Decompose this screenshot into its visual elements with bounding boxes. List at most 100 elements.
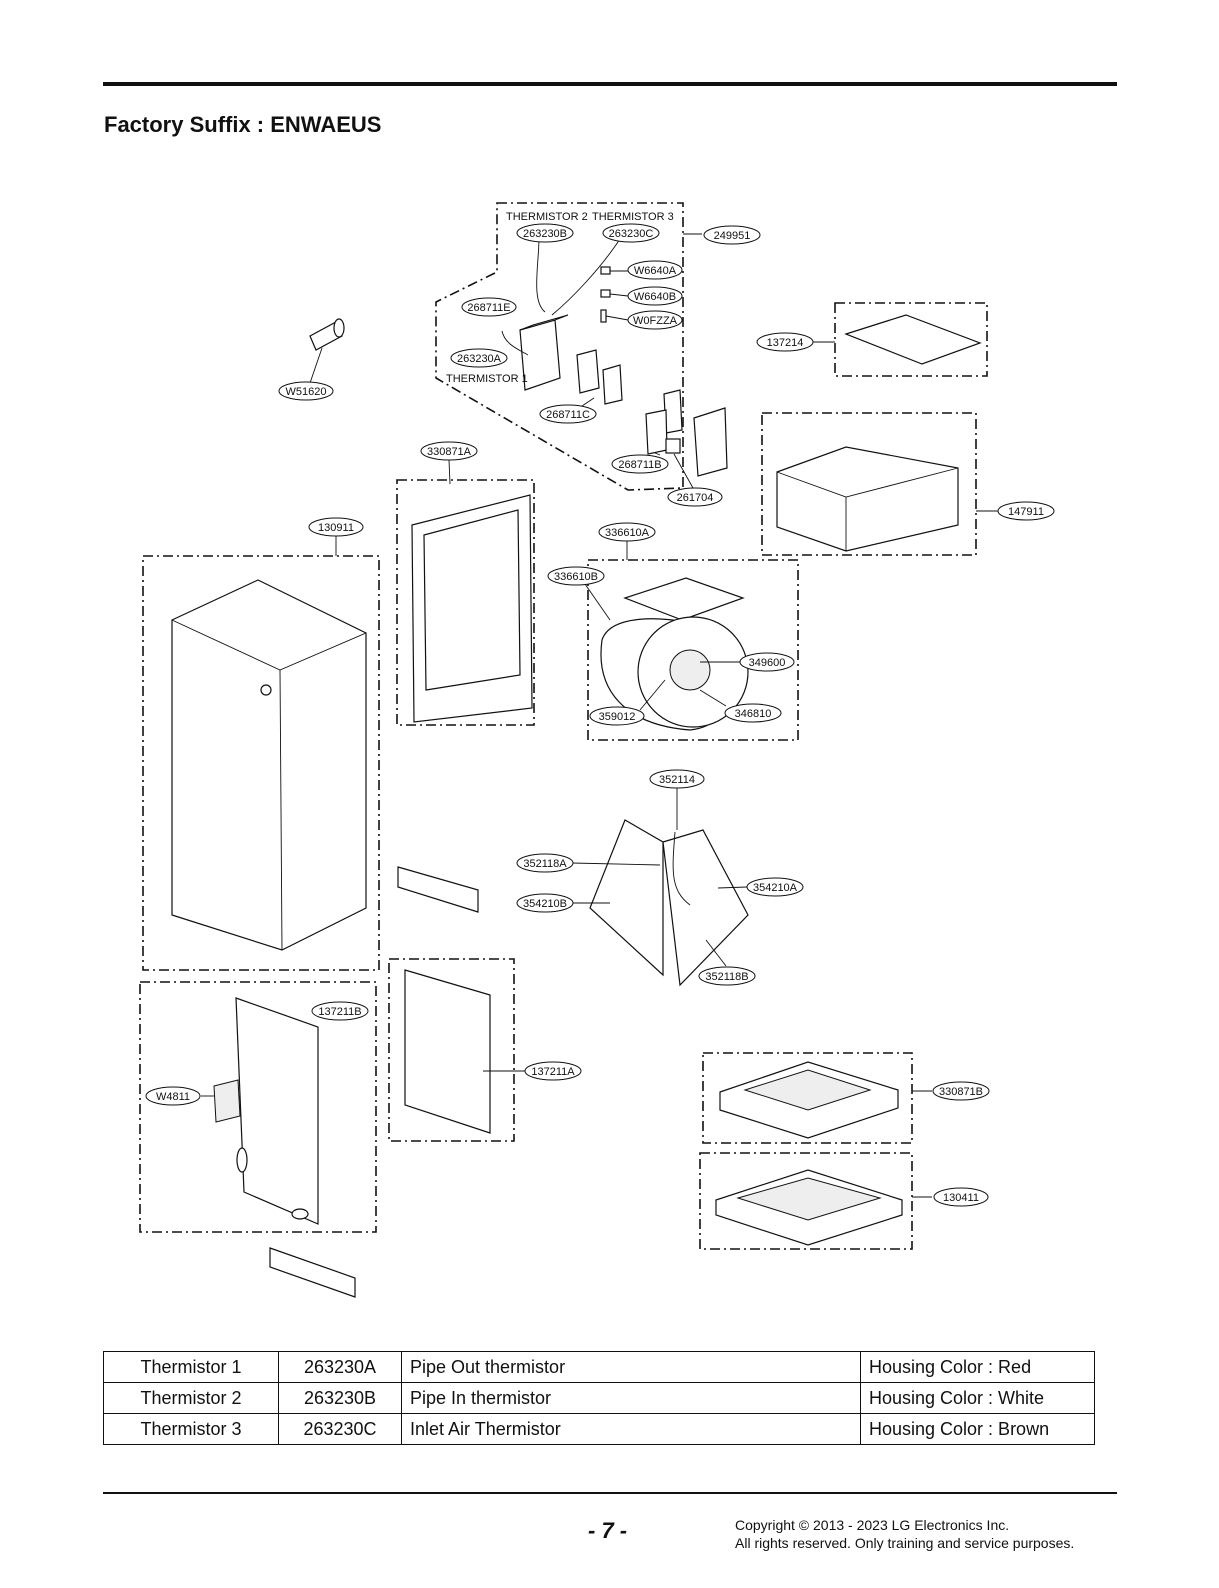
- caption-thermistor-1: THERMISTOR 1: [446, 373, 528, 385]
- svg-text:330871B: 330871B: [939, 1086, 983, 1098]
- evaporator-coil-drawing: [589, 819, 749, 987]
- svg-text:263230A: 263230A: [457, 353, 502, 365]
- base-drawing: [715, 1169, 903, 1246]
- table-row: Thermistor 1 263230A Pipe Out thermistor…: [103, 1351, 1095, 1383]
- control-box-drawing: [501, 231, 728, 477]
- callout-359012[interactable]: 359012: [589, 706, 645, 726]
- bottom-strip-drawing: [269, 1247, 356, 1298]
- access-panel-group: [388, 958, 515, 1142]
- top-rule: [103, 82, 1117, 86]
- callout-330871B[interactable]: 330871B: [932, 1081, 990, 1101]
- top-cover-group: [834, 302, 988, 377]
- callout-W4811[interactable]: W4811: [145, 1086, 201, 1106]
- svg-text:352118A: 352118A: [523, 858, 567, 870]
- thermistor-code: 263230A: [278, 1351, 402, 1383]
- svg-text:249951: 249951: [714, 230, 751, 242]
- thermistor-table: Thermistor 1 263230A Pipe Out thermistor…: [103, 1351, 1095, 1445]
- callout-263230A[interactable]: 263230A: [450, 348, 508, 368]
- callout-352118A[interactable]: 352118A: [516, 853, 574, 873]
- top-cover-drawing: [844, 314, 982, 365]
- svg-text:147911: 147911: [1008, 506, 1044, 518]
- callout-249951[interactable]: 249951: [703, 225, 761, 245]
- callout-354210A[interactable]: 354210A: [746, 877, 804, 897]
- callout-268711B[interactable]: 268711B: [611, 454, 669, 474]
- thermistor-housing: Housing Color : White: [860, 1382, 1095, 1414]
- callout-W6640A[interactable]: W6640A: [627, 260, 683, 280]
- callout-268711C[interactable]: 268711C: [539, 404, 597, 424]
- callout-346810[interactable]: 346810: [724, 703, 782, 723]
- control-box-group: [435, 202, 684, 491]
- thermistor-description: Pipe In thermistor: [401, 1382, 861, 1414]
- svg-text:W51620: W51620: [286, 386, 327, 398]
- callout-352118B[interactable]: 352118B: [698, 966, 756, 986]
- callout-268711E[interactable]: 268711E: [461, 297, 517, 317]
- thermistor-housing: Housing Color : Brown: [860, 1413, 1095, 1445]
- svg-text:352118B: 352118B: [705, 971, 748, 983]
- callout-354210B[interactable]: 354210B: [516, 893, 574, 913]
- thermistor-description: Pipe Out thermistor: [401, 1351, 861, 1383]
- callout-261704[interactable]: 261704: [667, 487, 723, 507]
- callout-137214[interactable]: 137214: [756, 332, 814, 352]
- side-panel-group: [142, 555, 380, 971]
- svg-text:346810: 346810: [735, 708, 772, 720]
- blower-group: [587, 559, 799, 741]
- svg-text:137214: 137214: [767, 337, 804, 349]
- svg-text:263230B: 263230B: [523, 228, 567, 240]
- copyright-notice: Copyright © 2013 - 2023 LG Electronics I…: [735, 1516, 1074, 1552]
- callout-352114[interactable]: 352114: [649, 769, 705, 789]
- svg-text:330871A: 330871A: [427, 446, 472, 458]
- exploded-parts-diagram: THERMISTOR 2 THERMISTOR 3 THERMISTOR 1 2…: [139, 202, 1055, 1298]
- callout-W6640B[interactable]: W6640B: [627, 286, 683, 306]
- filter-frame-drawing: [411, 494, 533, 723]
- plug-drawing: [309, 318, 345, 351]
- page-number: - 7 -: [588, 1518, 628, 1543]
- svg-text:W6640A: W6640A: [634, 265, 677, 277]
- svg-text:268711C: 268711C: [546, 409, 590, 421]
- callout-147911[interactable]: 147911: [997, 501, 1055, 521]
- svg-text:336610B: 336610B: [554, 571, 598, 583]
- thermistor-name: Thermistor 3: [103, 1413, 279, 1445]
- base-group: [699, 1152, 913, 1250]
- thermistor-code: 263230B: [278, 1382, 402, 1414]
- callout-336610B[interactable]: 336610B: [547, 566, 605, 586]
- drain-pan-drawing: [719, 1061, 899, 1139]
- thermistor-description: Inlet Air Thermistor: [401, 1413, 861, 1445]
- svg-text:W0FZZA: W0FZZA: [633, 315, 678, 327]
- svg-text:137211A: 137211A: [531, 1066, 575, 1078]
- callout-330871A[interactable]: 330871A: [420, 441, 478, 461]
- blower-drawing: [600, 577, 749, 731]
- svg-text:354210B: 354210B: [523, 898, 567, 910]
- bracket-drawing: [397, 866, 479, 913]
- callout-137211B[interactable]: 137211B: [311, 1001, 369, 1021]
- access-panel-drawing: [404, 969, 491, 1134]
- page-title: Factory Suffix : ENWAEUS: [104, 112, 382, 137]
- callout-130411[interactable]: 130411: [933, 1187, 989, 1207]
- callout-349600[interactable]: 349600: [739, 652, 795, 672]
- callout-W51620[interactable]: W51620: [278, 381, 334, 401]
- thermistor-name: Thermistor 1: [103, 1351, 279, 1383]
- svg-text:W4811: W4811: [156, 1091, 190, 1103]
- table-row: Thermistor 3 263230C Inlet Air Thermisto…: [103, 1413, 1095, 1445]
- callout-336610A[interactable]: 336610A: [598, 522, 656, 542]
- callout-137211A[interactable]: 137211A: [524, 1061, 582, 1081]
- thermistor-name: Thermistor 2: [103, 1382, 279, 1414]
- lower-front-panel-drawing: [213, 997, 319, 1225]
- svg-text:359012: 359012: [599, 711, 636, 723]
- callout-130911[interactable]: 130911: [308, 517, 364, 537]
- callout-263230B[interactable]: 263230B: [516, 223, 574, 243]
- svg-text:336610A: 336610A: [605, 527, 650, 539]
- callout-263230C[interactable]: 263230C: [602, 223, 660, 243]
- bottom-rule: [103, 1492, 1117, 1494]
- svg-text:130911: 130911: [318, 522, 354, 534]
- svg-text:352114: 352114: [659, 774, 695, 786]
- callout-W0FZZA[interactable]: W0FZZA: [627, 310, 683, 330]
- table-row: Thermistor 2 263230B Pipe In thermistor …: [103, 1382, 1095, 1414]
- svg-text:349600: 349600: [749, 657, 786, 669]
- svg-text:261704: 261704: [677, 492, 714, 504]
- copyright-line-1: Copyright © 2013 - 2023 LG Electronics I…: [735, 1517, 1010, 1533]
- thermistor-housing: Housing Color : Red: [860, 1351, 1095, 1383]
- top-frame-drawing: [776, 446, 959, 552]
- caption-thermistor-3: THERMISTOR 3: [592, 211, 674, 223]
- svg-text:137211B: 137211B: [318, 1006, 361, 1018]
- copyright-line-2: All rights reserved. Only training and s…: [735, 1535, 1075, 1551]
